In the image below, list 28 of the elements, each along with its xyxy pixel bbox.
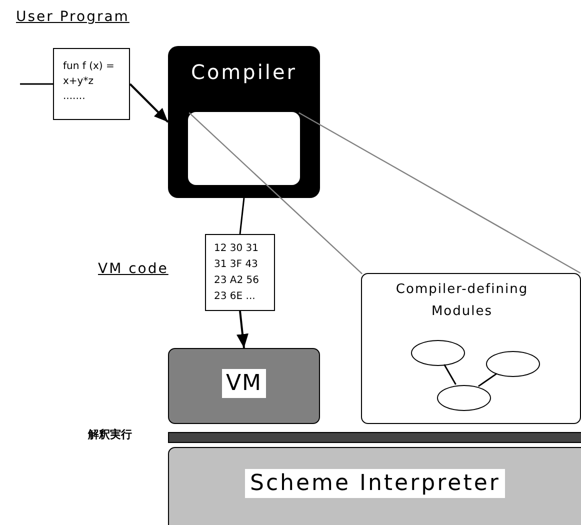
module-ellipse	[411, 340, 465, 366]
compiler-label: Compiler	[190, 60, 298, 84]
connector-line	[298, 112, 581, 274]
vm-label: VM	[222, 369, 266, 398]
source-code-text: fun f (x) = x+y*z .......	[63, 60, 116, 104]
vm-box	[168, 348, 320, 424]
arrow	[236, 310, 248, 348]
module-ellipse	[486, 351, 540, 377]
connector-line	[20, 83, 53, 85]
arrow	[129, 83, 169, 123]
connector-line	[478, 373, 498, 387]
interpreter-label: Scheme Interpreter	[245, 469, 506, 498]
vm-code-label: VM code	[98, 261, 168, 277]
connector-line	[239, 198, 245, 234]
code-box	[53, 48, 130, 120]
bytecode-box	[205, 234, 275, 311]
modules-box	[361, 273, 581, 424]
interpreter-bar	[168, 432, 581, 443]
heading-label: User Program	[16, 9, 130, 25]
bar-caption: 解釈実行	[88, 427, 132, 442]
inner-box	[188, 112, 300, 185]
bytecode-text: 12 30 31 31 3F 43 23 A2 56 23 6E ...	[214, 242, 260, 304]
interpreter-box	[168, 447, 581, 525]
connector-line	[444, 364, 456, 385]
compiler-box	[168, 46, 320, 198]
module-ellipse	[437, 385, 491, 411]
connector-line	[188, 112, 362, 274]
modules-label: Compiler-defining Modules	[394, 281, 530, 321]
